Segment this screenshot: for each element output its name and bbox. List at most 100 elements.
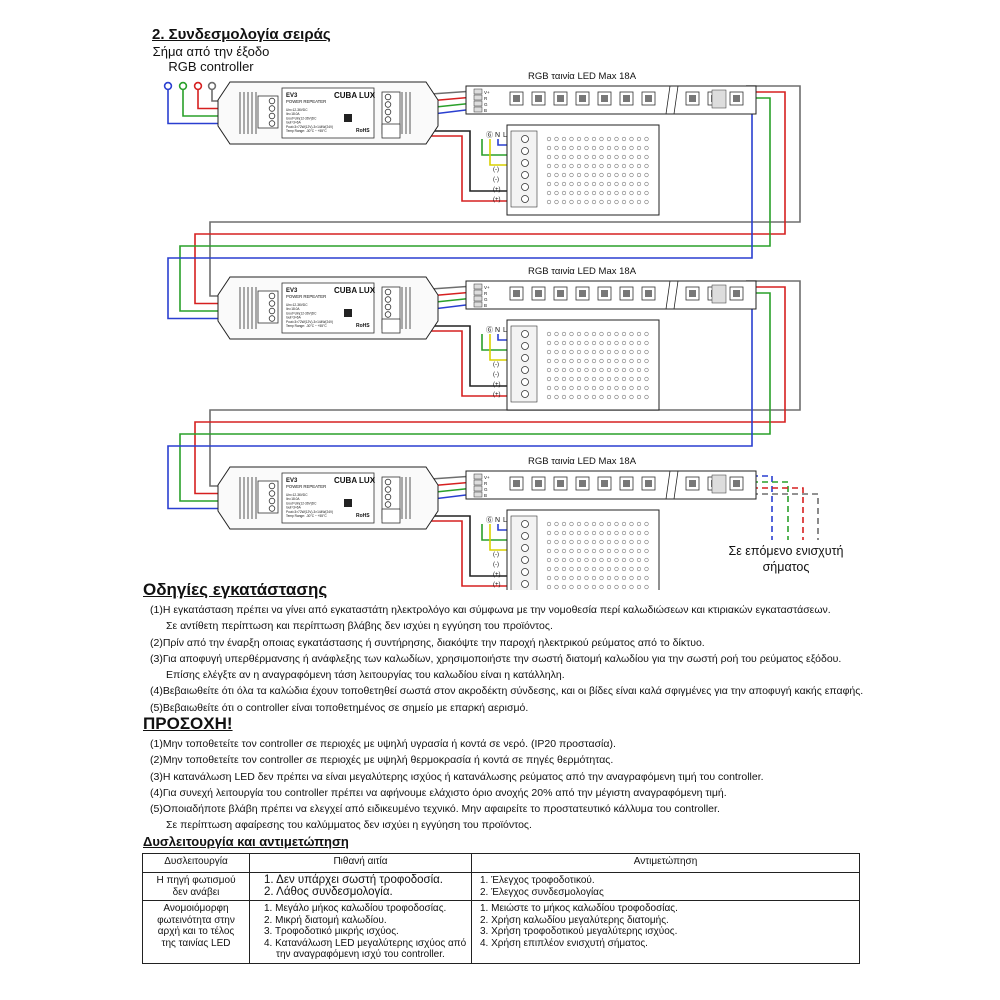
header-solution: Αντιμετώπηση (471, 853, 860, 873)
vent-hole (636, 136, 642, 142)
repeater-subtitle: POWER REPEATER (286, 484, 326, 489)
screw (384, 101, 392, 108)
vent-hole (621, 394, 627, 400)
warning-line: (4)Για συνεχή λειτουργία του controller … (150, 786, 727, 799)
vent-hole (554, 145, 559, 151)
repeater-spec: Uin=12-36VDC (286, 108, 308, 112)
vent-hole (546, 376, 552, 382)
screw (268, 105, 276, 112)
strip-terminal-label: V+ (484, 285, 490, 290)
solution-line: 1. Έλεγχος τροφοδοτικού. (480, 875, 595, 886)
vent-hole (584, 163, 589, 169)
vent-hole (546, 331, 552, 337)
vent-hole (561, 566, 567, 572)
ce-mark (344, 499, 352, 507)
vent-hole (599, 349, 604, 355)
vent-hole (636, 376, 642, 382)
vent-hole (606, 349, 612, 355)
led-chip-core (733, 480, 740, 487)
vent-hole (591, 584, 597, 590)
vent-hole (621, 385, 627, 391)
vent-hole (599, 199, 604, 205)
vent-hole (554, 154, 559, 160)
vent-hole (591, 394, 597, 400)
repeater-spec: Temp Range: -30°C ~ +55°C (286, 514, 327, 518)
vent-hole (591, 557, 597, 563)
vent-hole (554, 530, 559, 536)
repeater-spec: Iin=18.0A (286, 112, 300, 116)
vent-hole (614, 145, 619, 151)
screw (521, 390, 529, 398)
vent-hole (629, 154, 634, 160)
psu-terminal-label: (-) (493, 167, 499, 173)
vent-hole (576, 154, 582, 160)
solution-cell: 1. Μειώστε το μήκος καλωδίου τροφοδοσίας… (471, 900, 860, 964)
screw (521, 378, 529, 386)
vent-hole (644, 376, 649, 382)
vent-hole (569, 539, 574, 545)
vent-hole (561, 548, 567, 554)
psu-terminal-label: N (495, 132, 500, 139)
strip-terminal-label: G (484, 297, 488, 302)
screw (268, 490, 276, 497)
psu-terminal-label: N (495, 517, 500, 524)
vent-hole (614, 575, 619, 581)
strip-pad (473, 283, 483, 290)
vent-hole (554, 521, 559, 527)
vent-hole (584, 145, 589, 151)
vent-hole (576, 358, 582, 364)
label-panel (281, 472, 375, 524)
vent-hole (584, 340, 589, 346)
vent-hole (591, 349, 597, 355)
vent-hole (621, 367, 627, 373)
vent-hole (561, 154, 567, 160)
cause-line: 1. Δεν υπάρχει σωστή τροφοδοσία. (264, 874, 444, 886)
vent-hole (621, 530, 627, 536)
led-chip-core (623, 95, 630, 102)
vent-hole (561, 340, 567, 346)
vent-hole (584, 548, 589, 554)
vent-hole (591, 172, 597, 178)
vent-hole (591, 376, 597, 382)
repeater-model: EV3 (286, 478, 298, 484)
screw (384, 108, 392, 116)
vent-hole (591, 331, 597, 337)
led-chip-core (535, 290, 542, 297)
vent-hole (599, 530, 604, 536)
vent-hole (554, 199, 559, 205)
cause-line: 1. Μεγάλο μήκος καλωδίου τροφοδοσίας. (264, 903, 447, 914)
label-panel (281, 282, 375, 334)
led-chip-core (513, 290, 520, 297)
screw (521, 195, 529, 203)
vent-hole (644, 145, 649, 151)
vent-hole (561, 584, 567, 590)
solution-line: 2. Έλεγχος συνδεσμολογίας (480, 886, 604, 898)
screw (268, 112, 276, 120)
vent-hole (606, 530, 612, 536)
vent-hole (599, 145, 604, 151)
psu-terminal-label: (+) (493, 187, 501, 193)
strip-terminal-label: G (484, 102, 488, 107)
vent-hole (561, 145, 567, 151)
led-chip-core (557, 480, 564, 487)
repeater-spec: Uout=Uin(12-36V)DC (286, 311, 317, 315)
vent-hole (614, 530, 619, 536)
vent-hole (569, 349, 574, 355)
vent-hole (614, 394, 619, 400)
vent-hole (599, 358, 604, 364)
wire-chain (179, 97, 771, 312)
cause-line: 4. Κατανάλωση LED μεγαλύτερης ισχύος από (264, 937, 467, 949)
vent-hole (584, 367, 589, 373)
installation-line: (2)Πρίν από την έναρξη οποιας εγκατάστασ… (150, 636, 705, 649)
vent-hole (591, 145, 597, 151)
vent-hole (569, 181, 574, 187)
vent-hole (554, 385, 559, 391)
led-chip-core (535, 95, 542, 102)
vent-hole (606, 136, 612, 142)
vent-hole (546, 181, 552, 187)
vent-hole (621, 136, 627, 142)
vent-hole (644, 539, 649, 545)
psu-terminal-label: (+) (493, 382, 501, 388)
strip-terminal-label: G (484, 487, 488, 492)
cut-mark (665, 280, 671, 310)
